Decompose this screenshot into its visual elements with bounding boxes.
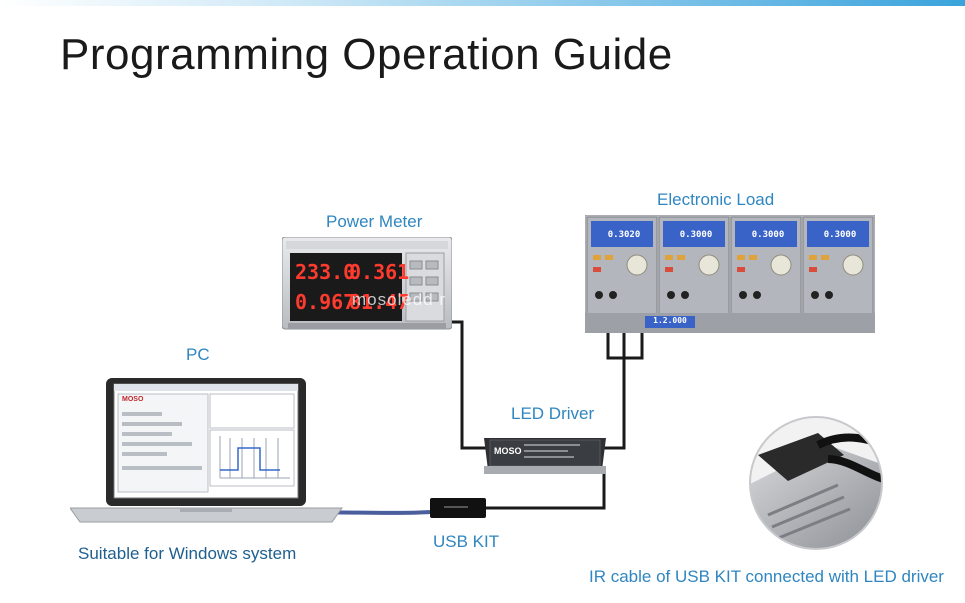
meter-reading-pf: 0.967 [295, 290, 356, 314]
load-bottom-lcd: 1.2.000 [645, 316, 695, 325]
usb-kit-label: USB KIT [433, 532, 500, 551]
electronic-load-device [585, 215, 875, 333]
load-channel-2-value: 0.3000 [679, 230, 713, 240]
wire-load-to-driver [602, 330, 626, 450]
load-channel-4-value: 0.3000 [823, 230, 857, 240]
led-driver-label: LED Driver [511, 404, 595, 423]
load-lcd-3: 0.3000 [737, 222, 799, 240]
load-lcd-2: 0.3000 [665, 222, 727, 240]
wire-load-loop [606, 330, 644, 360]
load-lcd-4: 0.3000 [809, 222, 871, 240]
load-channel-1-value: 0.3020 [607, 230, 641, 240]
pc-label: PC [186, 345, 210, 364]
ir-cable-photo [749, 416, 883, 550]
power-meter-display: 233.0 0.361 0.967 81.47 [291, 257, 409, 321]
page-title: Programming Operation Guide [60, 30, 673, 79]
windows-label: Suitable for Windows system [78, 544, 297, 563]
electronic-load-label: Electronic Load [657, 190, 775, 209]
watermark-text: mosoledd r m.com [352, 290, 508, 309]
software-brand-text: MOSO [122, 396, 144, 403]
top-accent-bar [0, 0, 965, 6]
load-channel-3-value: 0.3000 [751, 230, 785, 240]
load-lcd-1: 0.3020 [593, 222, 655, 240]
led-driver-brand-text: MOSO [494, 446, 522, 456]
meter-reading-power: 81.47 [349, 290, 410, 314]
led-driver-device [484, 438, 606, 474]
power-meter-device [282, 237, 452, 330]
wire-driver-to-usbkit [486, 470, 606, 510]
led-driver-brand: MOSO [494, 441, 522, 459]
laptop-device [70, 378, 343, 523]
power-meter-label: Power Meter [326, 212, 423, 231]
software-brand: MOSO [122, 388, 143, 406]
wire-meter-to-driver [452, 320, 487, 450]
usb-kit-device [430, 498, 486, 518]
load-setting-value: 1.2.000 [653, 316, 687, 325]
meter-reading-current: 0.361 [349, 260, 410, 284]
meter-reading-voltage: 233.0 [295, 260, 356, 284]
ir-cable-label: IR cable of USB KIT connected with LED d… [589, 567, 944, 586]
